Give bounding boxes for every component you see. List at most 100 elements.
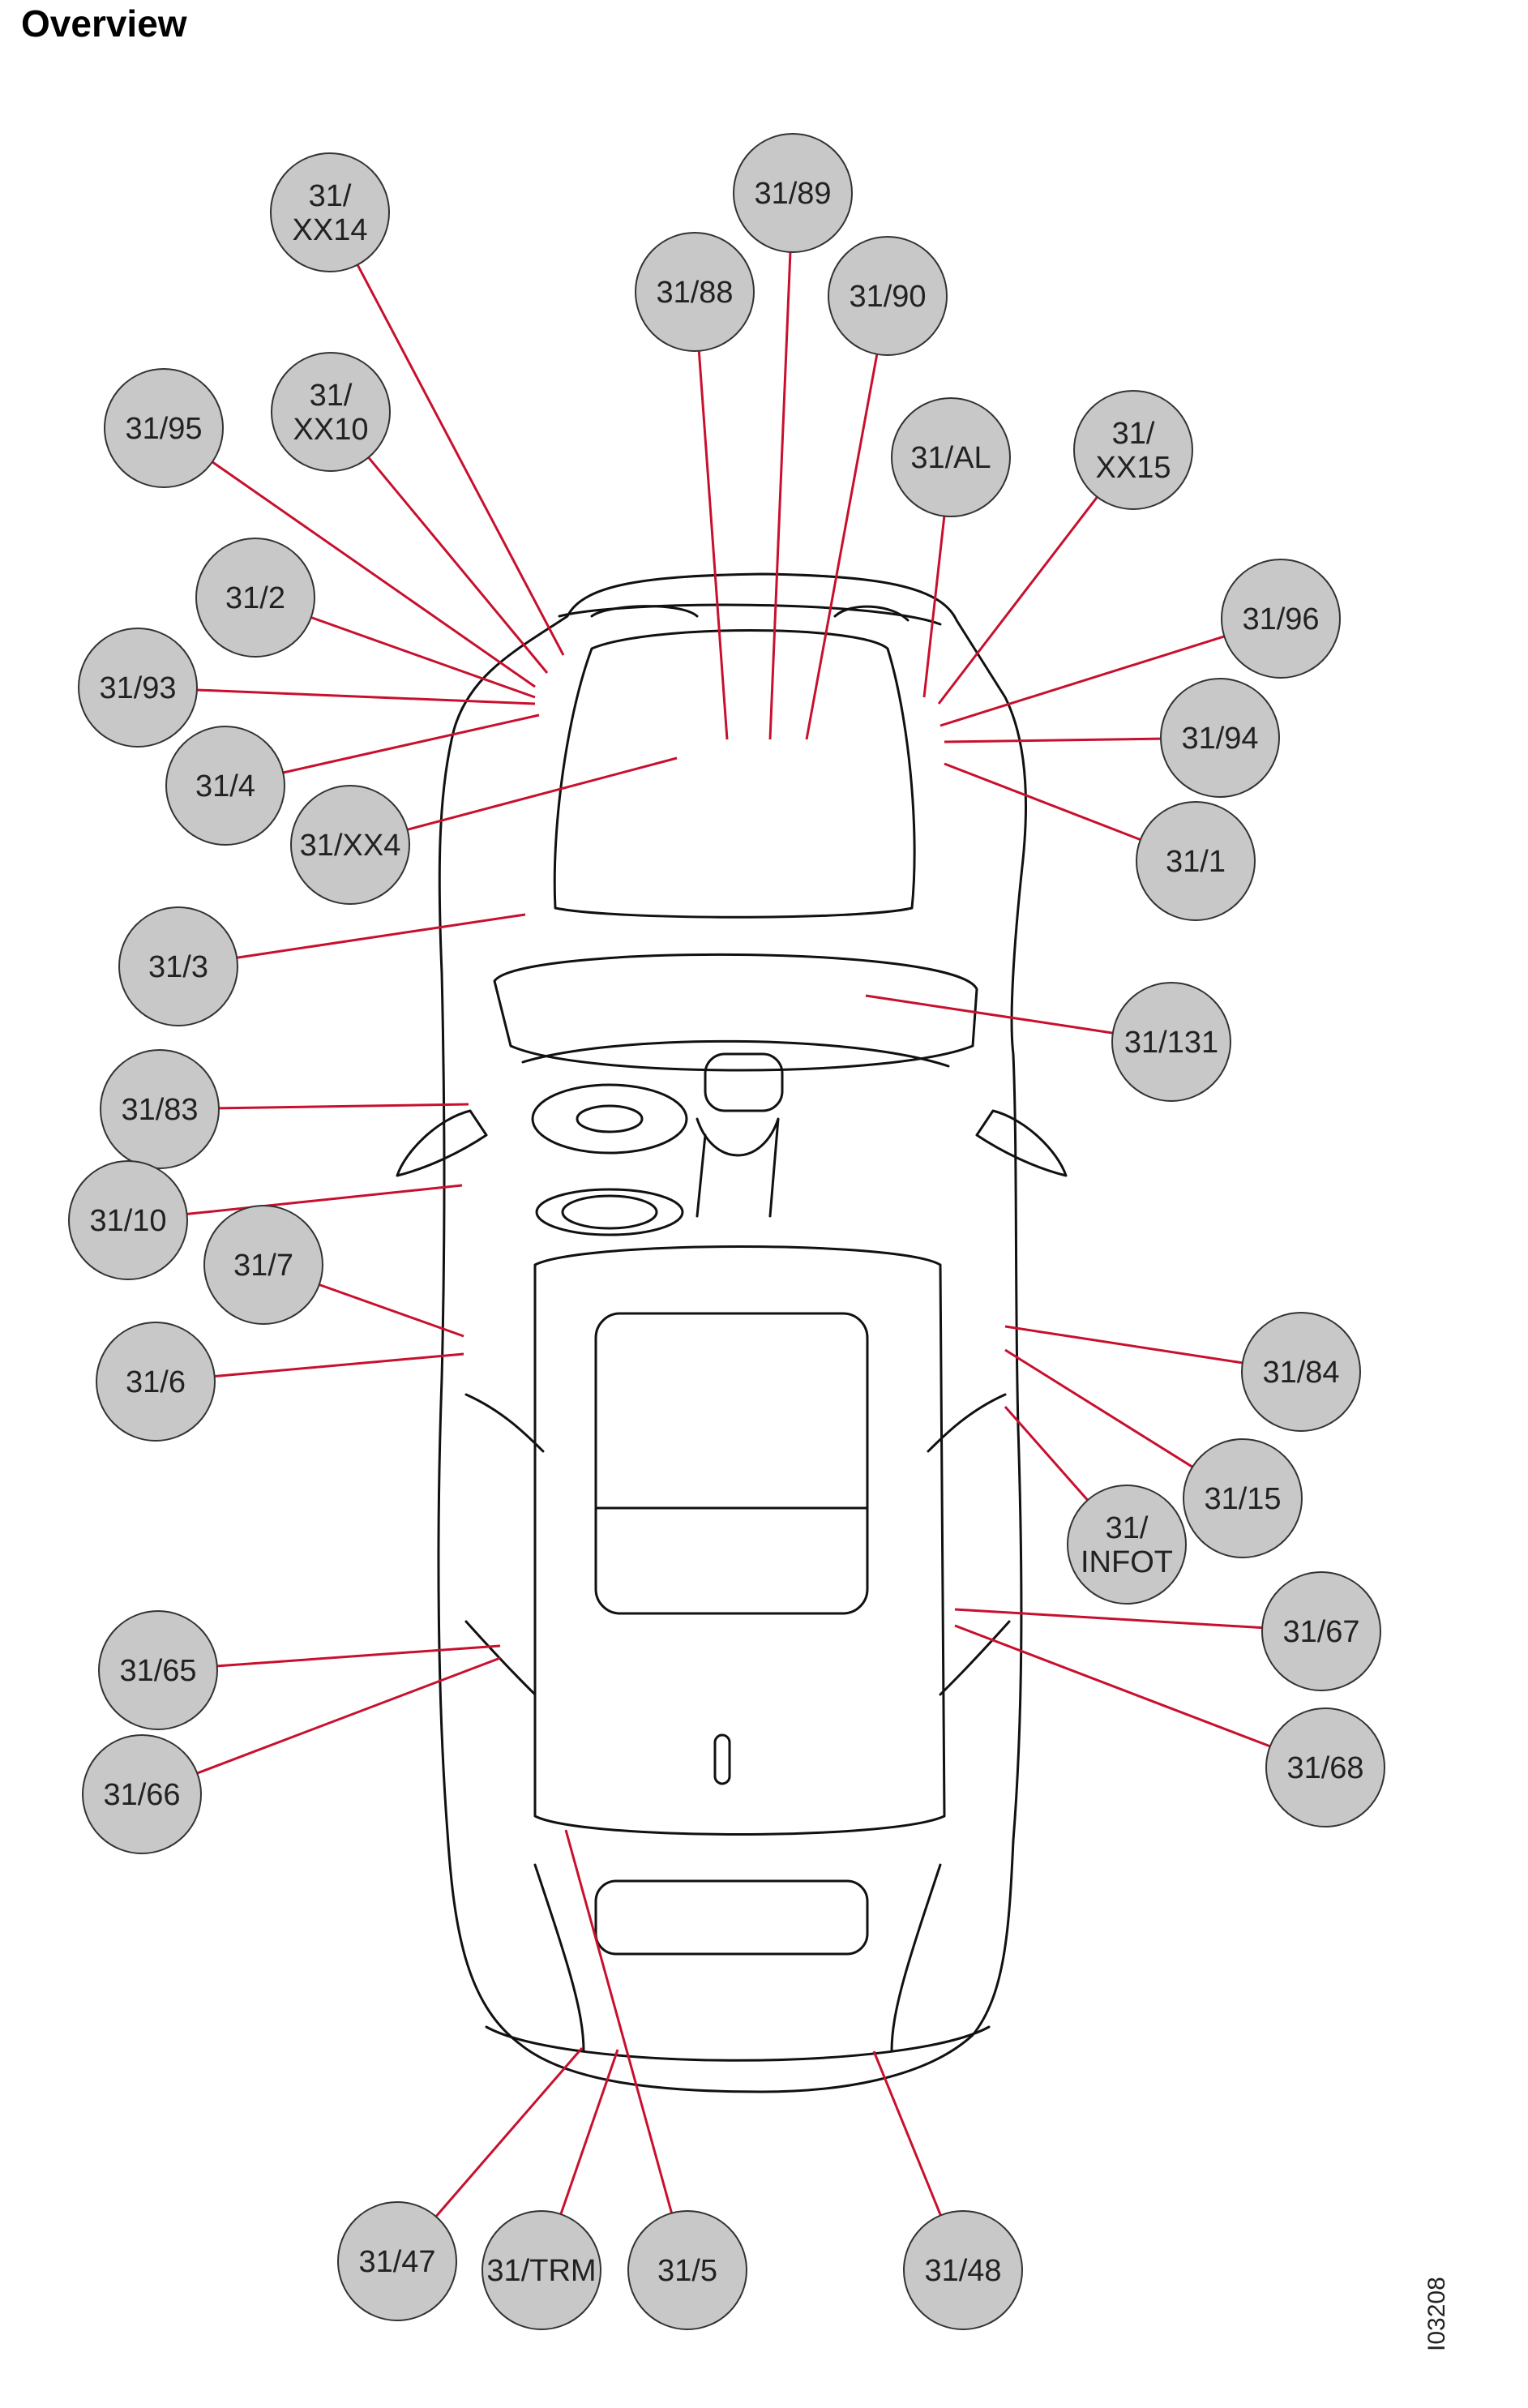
rear-window (594, 1879, 869, 1956)
callout-label: INFOT (1081, 1545, 1173, 1579)
callout-label: 31/93 (99, 671, 176, 705)
callout-bubble (270, 152, 390, 272)
callout-bubble (195, 538, 315, 658)
callout-label: 31/48 (924, 2254, 1001, 2288)
callout-bubble (98, 1610, 218, 1730)
callout-31-90: 31/90 (828, 236, 948, 356)
leader-line-31-83 (218, 1103, 469, 1110)
leader-line-31-trm (559, 2049, 619, 2215)
rear-bumper (485, 2025, 991, 2062)
callout-31-al: 31/AL (891, 397, 1011, 517)
callout-bubble (1261, 1571, 1381, 1691)
callout-31-48: 31/48 (903, 2210, 1023, 2330)
callout-bubble (118, 906, 238, 1026)
callout-label: 31/1 (1166, 845, 1226, 879)
leader-line-31-65 (216, 1644, 501, 1668)
callout-bubble (733, 133, 853, 253)
leader-line-31-95 (212, 461, 536, 688)
callout-label: 31/66 (103, 1778, 180, 1812)
callout-bubble (891, 397, 1011, 517)
gear-knob-base (535, 1188, 684, 1236)
sunroof (594, 1312, 869, 1615)
callout-bubble (271, 352, 391, 472)
leader-line-31-66 (196, 1656, 501, 1775)
callout-label: 31/67 (1282, 1615, 1359, 1649)
leader-line-31-al (922, 516, 946, 698)
callout-label: 31/96 (1242, 602, 1319, 636)
left-door-line (464, 1393, 545, 1696)
callout-bubble (78, 628, 198, 748)
callout-label: 31/15 (1204, 1482, 1281, 1516)
callout-bubble (68, 1160, 188, 1280)
callout-bubble (903, 2210, 1023, 2330)
callout-31-10: 31/10 (68, 1160, 188, 1280)
callout-label: 31/ (309, 179, 352, 213)
leader-line-31-7 (319, 1283, 464, 1338)
car-top-view-drawing (396, 572, 1068, 2093)
leader-line-31-4 (282, 713, 540, 774)
callout-label: 31/AL (910, 441, 991, 475)
hood-intake-left (590, 605, 699, 618)
leader-line-31-48 (872, 2050, 942, 2216)
callout-label: XX14 (293, 213, 368, 247)
callout-bubble (482, 2210, 601, 2330)
callout-label: 31/2 (225, 581, 285, 615)
leader-line-31-68 (954, 1624, 1271, 1748)
callout-31-15: 31/15 (1183, 1438, 1303, 1558)
callout-31-xx15: 31/XX15 (1073, 390, 1193, 510)
right-door-line (927, 1393, 1011, 1696)
right-side-mirror (975, 1109, 1068, 1177)
windshield (553, 629, 916, 919)
callout-31-4: 31/4 (165, 726, 285, 846)
leader-line-31-3 (236, 913, 526, 959)
callout-bubble (1067, 1485, 1187, 1605)
dashboard (493, 953, 978, 1072)
callout-label: XX15 (1096, 451, 1171, 485)
leader-lines (186, 251, 1271, 2217)
callout-31-68: 31/68 (1265, 1707, 1385, 1827)
callout-31-trm: 31/TRM (482, 2210, 601, 2330)
callout-label: 31/XX4 (300, 829, 401, 863)
callout-bubble (100, 1049, 220, 1169)
callout-31-6: 31/6 (96, 1322, 216, 1442)
callout-label: 31/83 (121, 1093, 198, 1127)
callout-label: 31/68 (1286, 1751, 1363, 1785)
callout-bubble (1183, 1438, 1303, 1558)
callout-label: 31/47 (358, 2245, 435, 2279)
callout-31-7: 31/7 (203, 1205, 323, 1325)
callout-label: 31/5 (657, 2254, 717, 2288)
callout-bubble (165, 726, 285, 846)
callout-label: 31/94 (1181, 722, 1258, 756)
roof-antenna (713, 1733, 731, 1785)
callout-31-83: 31/83 (100, 1049, 220, 1169)
callout-label: 31/6 (126, 1365, 186, 1399)
callout-31-65: 31/65 (98, 1610, 218, 1730)
callout-label: 31/ (1106, 1511, 1149, 1545)
callout-bubble (1221, 559, 1341, 679)
callout-label: 31/3 (148, 950, 208, 984)
steering-hub (576, 1104, 644, 1133)
leader-line-31-infot (1004, 1406, 1089, 1502)
center-console-unit (704, 1052, 784, 1112)
leader-line-31-67 (954, 1608, 1263, 1630)
callout-31-88: 31/88 (635, 232, 755, 352)
callout-bubble (828, 236, 948, 356)
leader-line-31-47 (434, 2047, 584, 2217)
callout-31-96: 31/96 (1221, 559, 1341, 679)
callout-bubble (96, 1322, 216, 1442)
callout-label: 31/89 (754, 177, 831, 211)
callout-31-67: 31/67 (1261, 1571, 1381, 1691)
callout-31-94: 31/94 (1160, 678, 1280, 798)
callout-label: 31/ (310, 379, 353, 413)
hood-intake-right (833, 605, 910, 622)
leader-line-31-10 (186, 1184, 463, 1215)
car-body-outline (437, 572, 1027, 2093)
callout-31-2: 31/2 (195, 538, 315, 658)
leader-line-31-xx4 (407, 756, 678, 831)
callout-31-xx14: 31/XX14 (270, 152, 390, 272)
callout-bubble (1136, 801, 1256, 921)
callout-31-infot: 31/INFOT (1067, 1485, 1187, 1605)
callout-label: 31/TRM (486, 2254, 596, 2288)
center-console (696, 1117, 780, 1218)
